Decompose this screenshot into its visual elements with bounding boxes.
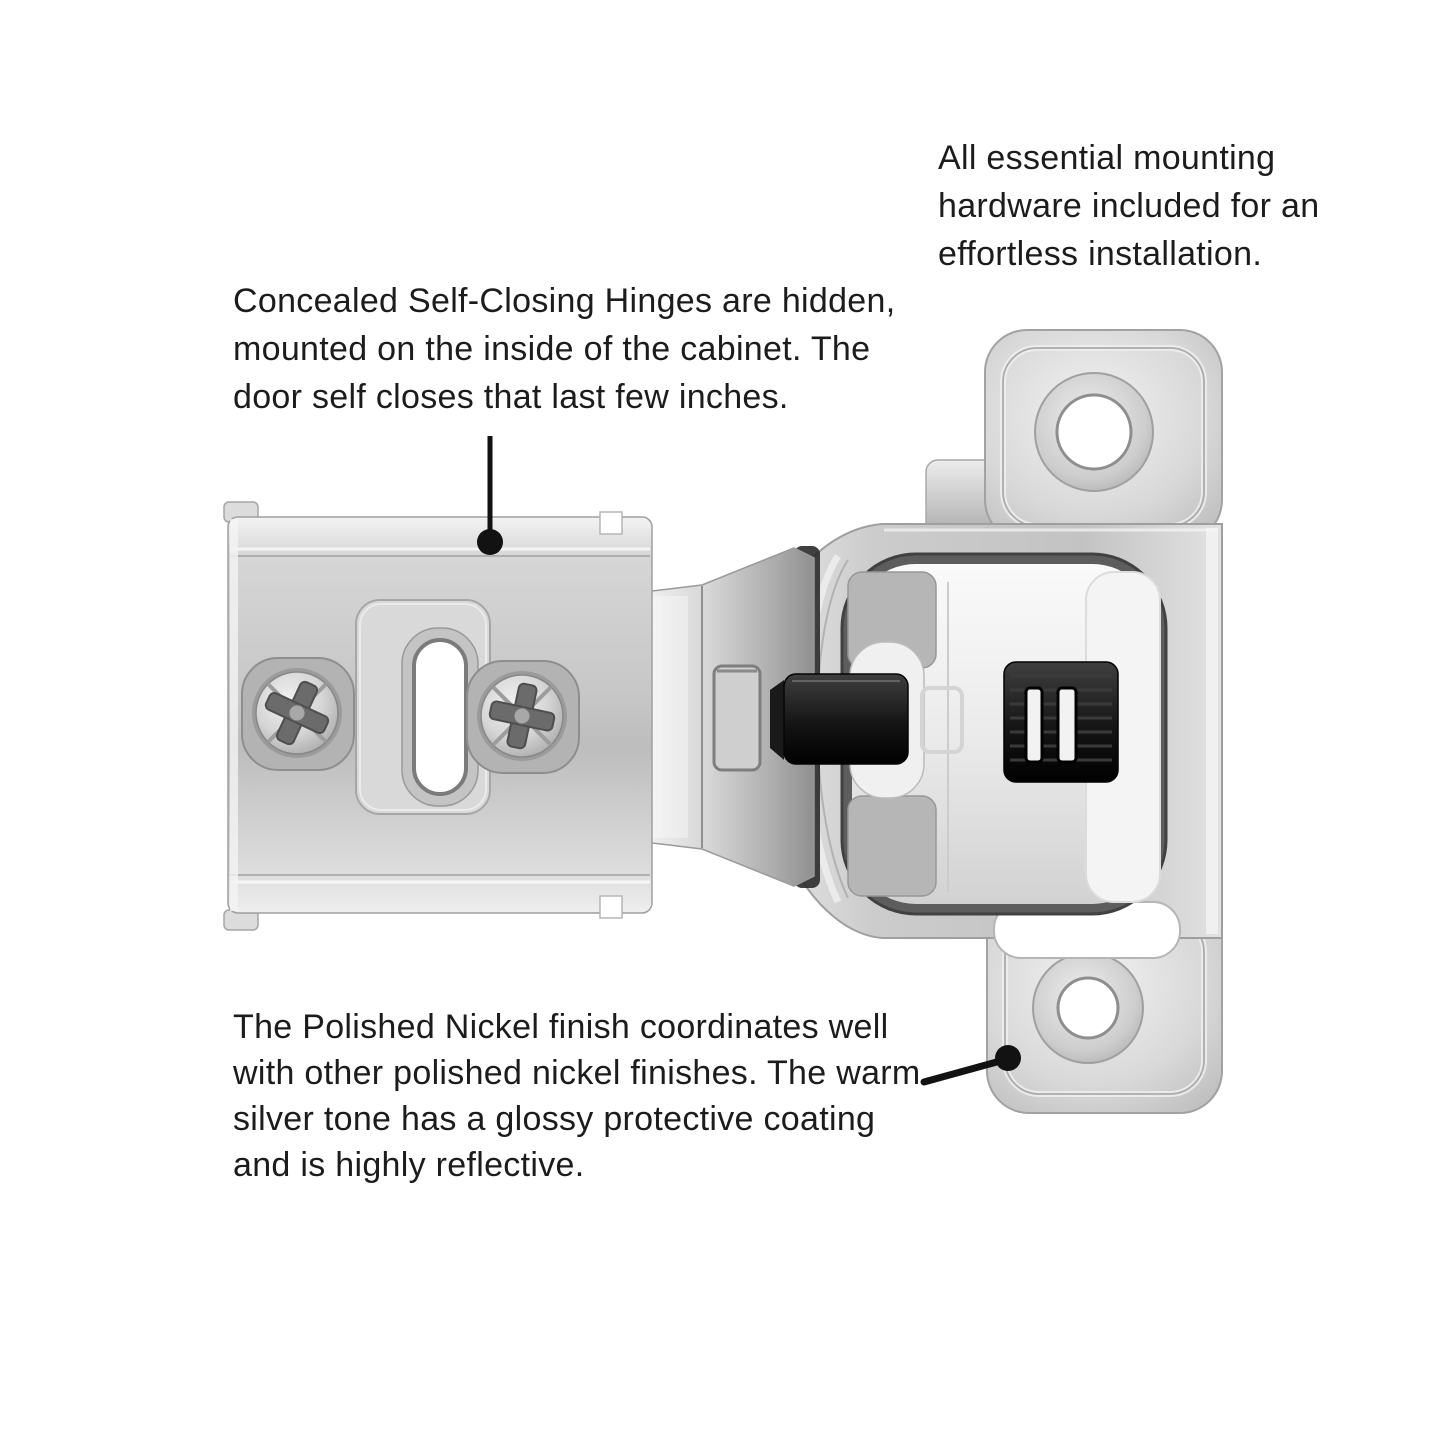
hinge-arm	[643, 547, 815, 887]
spring-clip	[770, 673, 909, 765]
callout-line-finish	[920, 1045, 1021, 1086]
annotation-text-line: All essential mounting	[938, 139, 1276, 177]
mounting-screw-left	[241, 657, 355, 771]
adjustment-block	[1003, 661, 1119, 783]
annotation-concealed-hinge: Concealed Self-Closing Hinges are hidden…	[233, 277, 895, 421]
annotation-mounting-hardware: All essential mounting hardware included…	[938, 134, 1319, 278]
screw-hole-top	[1055, 393, 1133, 471]
door-mounting-bracket	[223, 501, 653, 931]
annotation-text-line: effortless installation.	[938, 235, 1263, 273]
screw-hole-bottom	[1056, 976, 1120, 1040]
annotation-text-line: hardware included for an	[938, 187, 1320, 225]
annotation-text-line: The Polished Nickel finish coordinates w…	[233, 1008, 889, 1046]
mounting-screw-right	[466, 660, 580, 774]
callout-line-concealed-hinge	[477, 436, 503, 555]
annotation-finish: The Polished Nickel finish coordinates w…	[233, 1004, 921, 1188]
annotation-text-line: silver tone has a glossy protective coat…	[233, 1100, 876, 1138]
annotation-text-line: and is highly reflective.	[233, 1146, 585, 1184]
annotation-text-line: with other polished nickel finishes. The…	[233, 1054, 921, 1092]
arm-slot	[712, 664, 762, 772]
annotation-text-line: Concealed Self-Closing Hinges are hidden…	[233, 282, 896, 320]
annotation-text-line: door self closes that last few inches.	[233, 378, 789, 416]
adjustment-slot	[355, 599, 491, 815]
annotation-text-line: mounted on the inside of the cabinet. Th…	[233, 330, 871, 368]
mounting-plate-top-wing	[984, 329, 1223, 543]
